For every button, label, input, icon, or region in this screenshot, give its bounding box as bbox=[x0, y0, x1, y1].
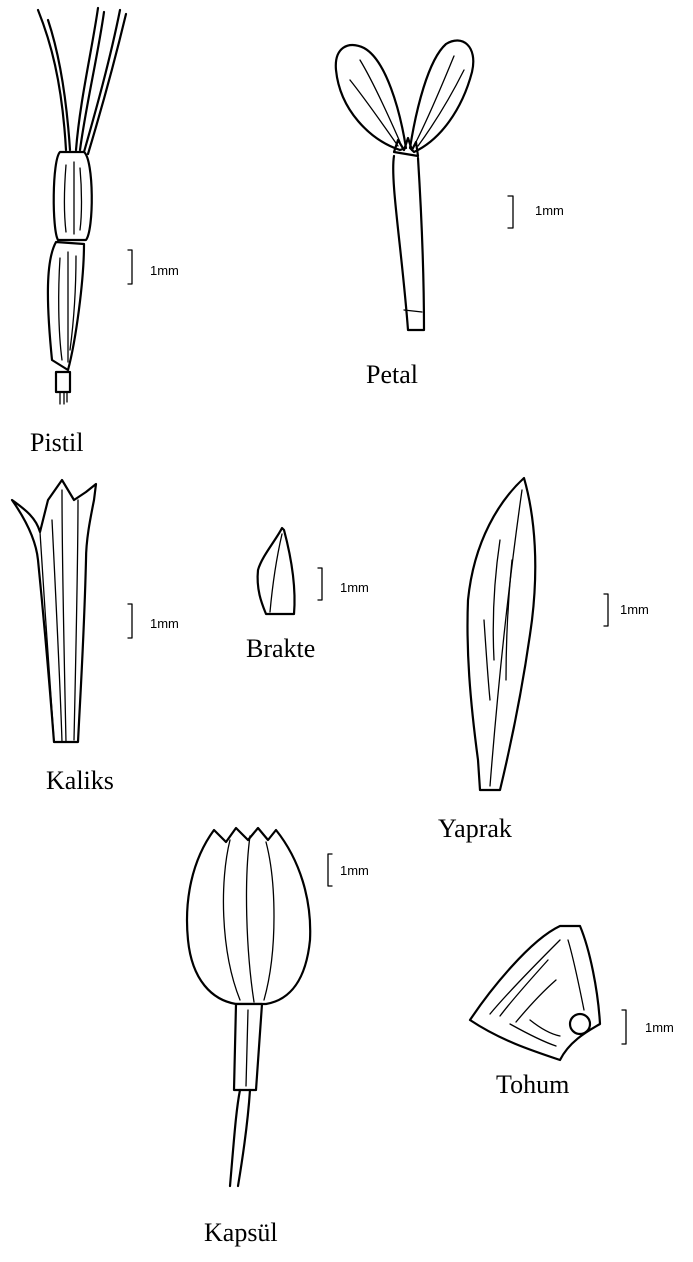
petal-drawing bbox=[336, 40, 473, 330]
petal-label: Petal bbox=[366, 360, 418, 390]
yaprak-scale-label: 1mm bbox=[620, 602, 649, 617]
kaliks-drawing bbox=[12, 480, 96, 742]
kaliks-label: Kaliks bbox=[46, 766, 114, 796]
yaprak-drawing bbox=[467, 478, 535, 790]
pistil-scale-label: 1mm bbox=[150, 263, 179, 278]
kapsul-drawing bbox=[187, 828, 310, 1186]
pistil-drawing bbox=[38, 8, 126, 404]
brakte-scale-label: 1mm bbox=[340, 580, 369, 595]
brakte-label: Brakte bbox=[246, 634, 315, 664]
kapsul-scale-bar bbox=[328, 854, 332, 886]
tohum-scale-bar bbox=[622, 1010, 626, 1044]
tohum-label: Tohum bbox=[496, 1070, 569, 1100]
pistil-scale-bar bbox=[128, 250, 132, 284]
yaprak-label: Yaprak bbox=[438, 814, 512, 844]
kapsul-scale-label: 1mm bbox=[340, 863, 369, 878]
kaliks-scale-label: 1mm bbox=[150, 616, 179, 631]
tohum-drawing bbox=[470, 926, 600, 1060]
kapsul-label: Kapsül bbox=[204, 1218, 278, 1248]
pistil-label: Pistil bbox=[30, 428, 83, 458]
brakte-scale-bar bbox=[318, 568, 322, 600]
petal-scale-label: 1mm bbox=[535, 203, 564, 218]
kaliks-scale-bar bbox=[128, 604, 132, 638]
brakte-drawing bbox=[258, 528, 295, 614]
yaprak-scale-bar bbox=[604, 594, 608, 626]
petal-scale-bar bbox=[508, 196, 513, 228]
tohum-scale-label: 1mm bbox=[645, 1020, 674, 1035]
